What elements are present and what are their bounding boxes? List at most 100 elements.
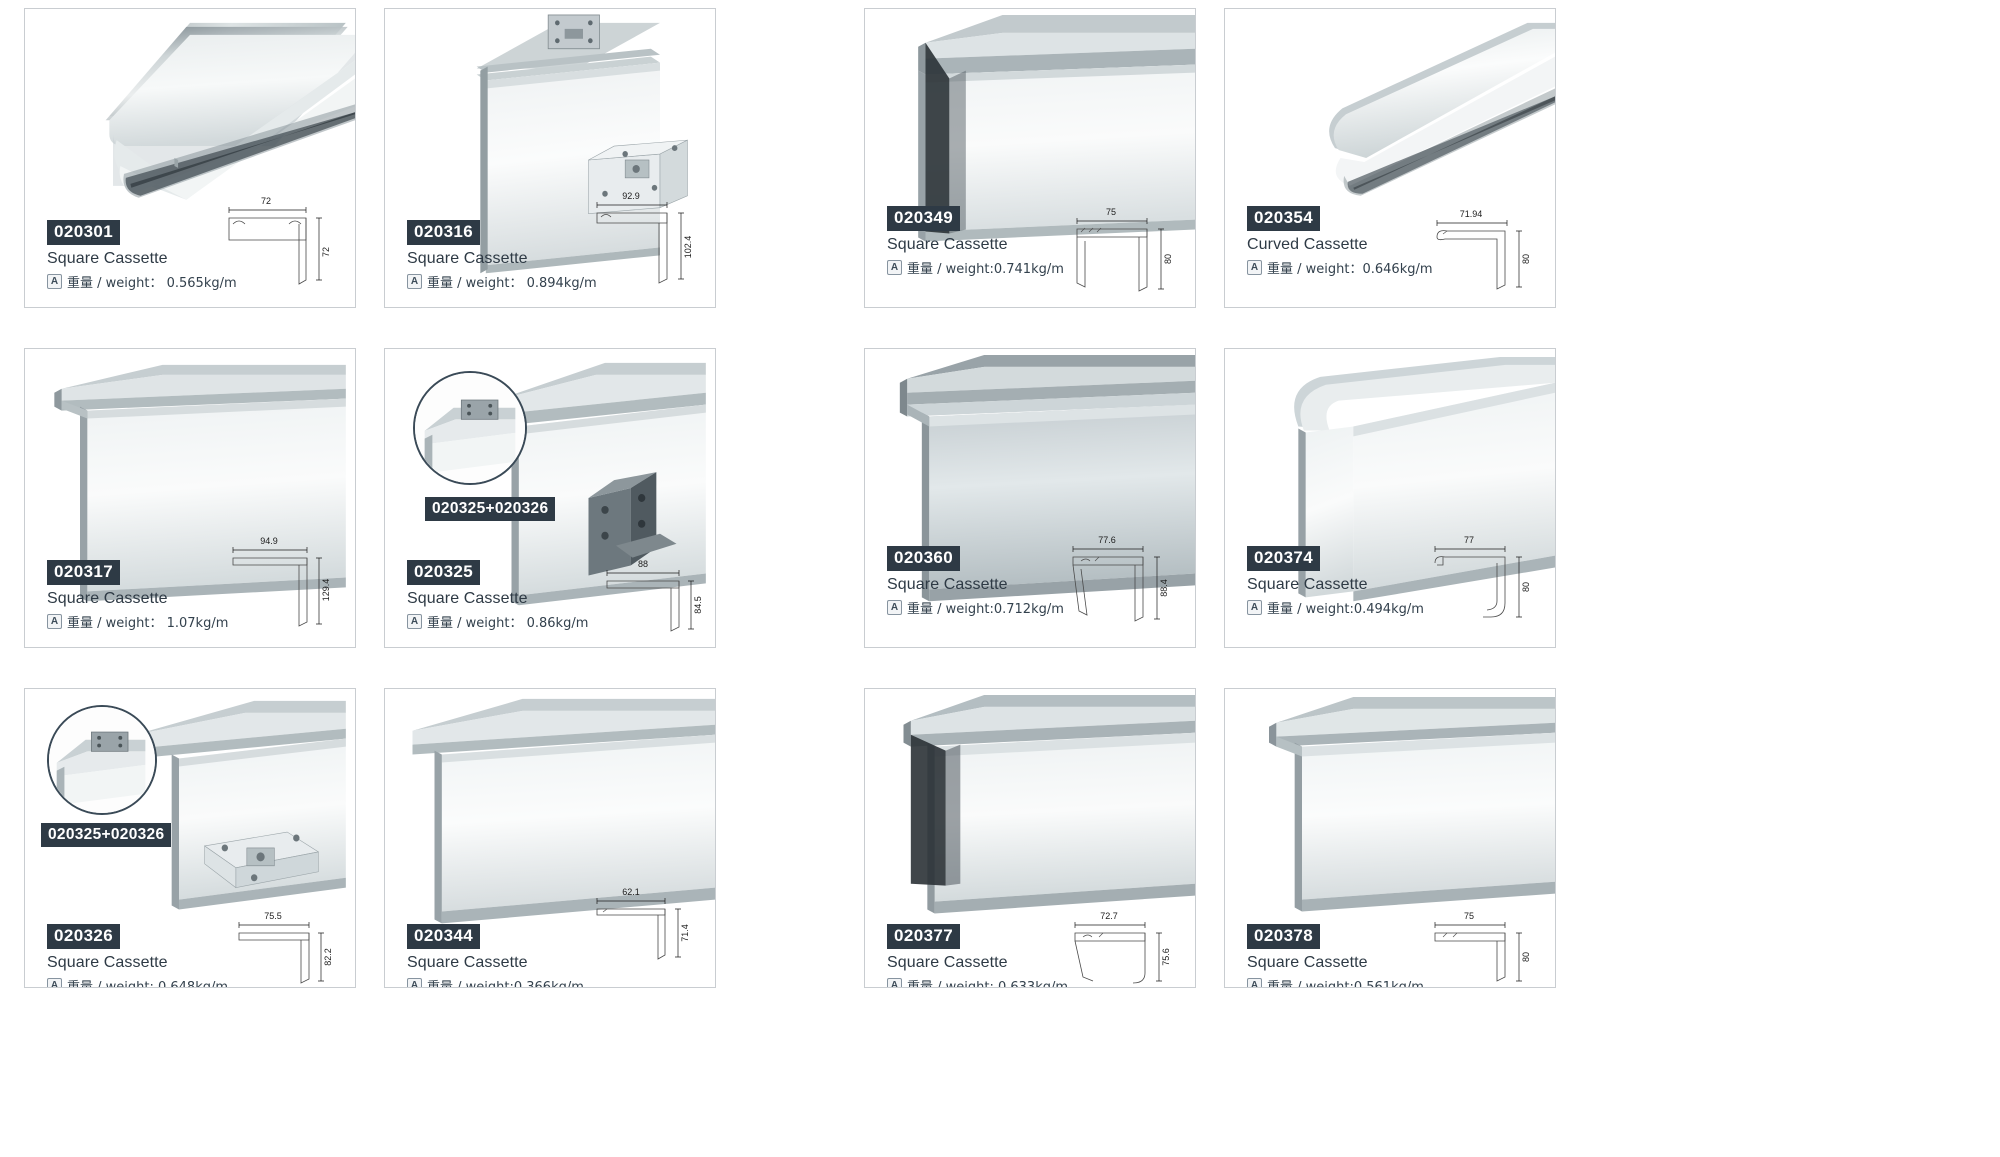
product-name: Square Cassette <box>407 250 528 267</box>
product-card[interactable]: 77 80 020374 Square Cassette A 重量 / weig… <box>1224 348 1556 648</box>
product-label: 020378 Square Cassette A 重量 / weight:0.5… <box>1247 923 1424 988</box>
dim-height-label: 71.4 <box>680 924 690 942</box>
dim-width-label: 94.9 <box>260 536 278 546</box>
dimension-drawing-020301: 72 72 <box>211 194 341 289</box>
product-label: 020325 Square Cassette A 重量 / weight： 0.… <box>407 559 588 631</box>
aluminium-badge-icon: A <box>887 260 902 275</box>
product-code: 020360 <box>887 545 961 571</box>
aluminium-badge-icon: A <box>47 978 62 987</box>
dim-width-label: 72.7 <box>1100 911 1118 921</box>
product-name: Square Cassette <box>47 590 168 607</box>
product-code: 020344 <box>407 923 481 949</box>
product-code: 020317 <box>47 559 121 585</box>
product-name: Square Cassette <box>47 250 168 267</box>
product-photo-020325 <box>385 349 715 647</box>
grid-gutter <box>730 648 850 688</box>
combo-part-label: 020325+020326 <box>425 497 556 521</box>
product-photo-020378 <box>1225 689 1555 987</box>
product-weight-row: A 重量 / weight:0.712kg/m <box>887 598 1064 617</box>
product-label: 020374 Square Cassette A 重量 / weight:0.4… <box>1247 545 1424 617</box>
aluminium-badge-icon: A <box>1247 600 1262 615</box>
aluminium-badge-icon: A <box>887 600 902 615</box>
dim-height-label: 80 <box>1521 254 1531 264</box>
product-card[interactable]: 75 80 020349 Square Cassette A 重量 <box>864 8 1196 308</box>
product-weight-row: A 重量 / weight： 0.894kg/m <box>407 272 597 291</box>
product-card[interactable]: 75 80 020378 Square Cassette A 重量 / weig… <box>1224 688 1556 988</box>
product-label: 020349 Square Cassette A 重量 / weight:0.7… <box>887 205 1064 277</box>
dimension-drawing-020326: 75.5 82.2 <box>221 909 341 984</box>
detail-inset-circle <box>47 705 157 815</box>
dim-height-label: 88.4 <box>1159 579 1169 597</box>
product-weight-row: A 重量 / weight： 1.07kg/m <box>47 612 228 631</box>
product-photo-020349 <box>865 9 1195 307</box>
product-weight-row: A 重量 / weight:0.561kg/m <box>1247 976 1424 988</box>
dim-width-label: 62.1 <box>622 887 640 897</box>
dim-height-label: 80 <box>1521 582 1531 592</box>
product-code: 020374 <box>1247 545 1321 571</box>
product-label: 020344 Square Cassette A 重量 / weight:0.3… <box>407 923 584 987</box>
aluminium-badge-icon: A <box>47 614 62 629</box>
product-card[interactable]: 77.6 88.4 020360 Square Cassette A <box>864 348 1196 648</box>
aluminium-badge-icon: A <box>407 978 422 987</box>
aluminium-badge-icon: A <box>47 274 62 289</box>
grid-gutter <box>10 648 370 688</box>
dim-height-label: 72 <box>321 247 331 257</box>
product-weight-row: A 重量 / weight： 0.565kg/m <box>47 272 237 291</box>
product-name: Square Cassette <box>407 954 528 971</box>
aluminium-badge-icon: A <box>1247 260 1262 275</box>
product-name: Curved Cassette <box>1247 236 1368 253</box>
product-code: 020326 <box>47 923 121 949</box>
product-weight-text: 重量 / weight： 1.07kg/m <box>67 616 229 631</box>
dim-width-label: 77.6 <box>1098 535 1116 545</box>
grid-gutter <box>730 688 850 988</box>
product-code: 020378 <box>1247 923 1321 949</box>
product-label: 020301 Square Cassette A 重量 / weight： 0.… <box>47 219 237 291</box>
product-weight-text: 重量 / weight:0.494kg/m <box>1267 602 1424 617</box>
dimension-drawing-020378: 75 80 <box>1413 909 1543 983</box>
product-name: Square Cassette <box>47 954 168 971</box>
product-photo-020317 <box>25 349 355 647</box>
dim-width-label: 75.5 <box>264 911 282 921</box>
dimension-drawing-020325: 88 84.5 <box>587 557 707 637</box>
product-photo-020377 <box>865 689 1195 987</box>
grid-gutter <box>730 348 850 648</box>
dim-width-label: 71.94 <box>1460 209 1483 219</box>
dim-height-label: 84.5 <box>693 596 703 614</box>
product-name: Square Cassette <box>407 590 528 607</box>
product-photo-020344 <box>385 689 715 987</box>
product-weight-text: 重量 / weight:0.561kg/m <box>1267 980 1424 988</box>
dimension-drawing-020374: 77 80 <box>1413 533 1543 625</box>
detail-inset-circle <box>413 371 527 485</box>
product-code: 020377 <box>887 923 961 949</box>
product-label: 020354 Curved Cassette A 重量 / weight：0.6… <box>1247 205 1433 277</box>
product-card[interactable]: 62.1 71.4 020344 Square Cassette A 重量 / … <box>384 688 716 988</box>
grid-gutter <box>1210 648 1570 688</box>
product-weight-text: 重量 / weight：0.646kg/m <box>1267 262 1433 277</box>
product-card[interactable]: 94.9 129.4 020317 Square Cassette A 重量 /… <box>24 348 356 648</box>
product-code: 020354 <box>1247 205 1321 231</box>
product-code: 020316 <box>407 219 481 245</box>
dim-height-label: 80 <box>1521 952 1531 962</box>
product-photo-020316 <box>385 9 715 307</box>
product-card[interactable]: 71.94 80 020354 Curved Cassette A 重量 / w… <box>1224 8 1556 308</box>
product-code: 020301 <box>47 219 121 245</box>
product-weight-row: A 重量 / weight:0.366kg/m <box>407 976 584 987</box>
product-photo-020301 <box>25 9 355 307</box>
dim-width-label: 75 <box>1464 911 1474 921</box>
product-label: 020360 Square Cassette A 重量 / weight:0.7… <box>887 545 1064 617</box>
aluminium-badge-icon: A <box>407 274 422 289</box>
product-card[interactable]: 72 72 020301 Square Cassette A 重量 / weig… <box>24 8 356 308</box>
grid-gutter <box>730 8 850 308</box>
dimension-drawing-020344: 62.1 71.4 <box>581 885 701 963</box>
product-card[interactable]: 72.7 75.6 020377 Square Cassette A <box>864 688 1196 988</box>
product-card[interactable]: 92.9 102.4 020316 Square Cassette A 重量 /… <box>384 8 716 308</box>
product-name: Square Cassette <box>887 236 1008 253</box>
product-card[interactable]: 020325+020326 75.5 82.2 020326 Square Ca… <box>24 688 356 988</box>
grid-gutter <box>1210 308 1570 348</box>
dim-width-label: 72 <box>261 196 271 206</box>
product-weight-row: A 重量 / weight: 0.648kg/m <box>47 976 228 987</box>
aluminium-badge-icon: A <box>887 978 902 987</box>
dim-width-label: 77 <box>1464 535 1474 545</box>
grid-gutter <box>10 308 370 348</box>
product-card[interactable]: 020325+020326 88 84.5 020325 Square Cass… <box>384 348 716 648</box>
